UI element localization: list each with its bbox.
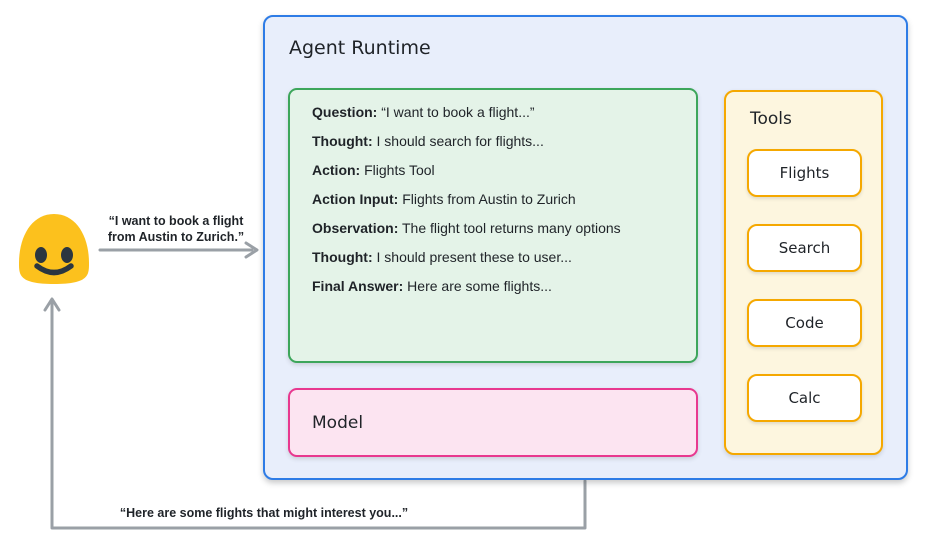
request-arrowhead-icon [244,241,259,259]
react-trace-panel: Question: “I want to book a flight...” T… [288,88,698,363]
trace-text: The flight tool returns many options [402,220,621,236]
tools-panel: Tools Flights Search Code Calc [724,90,883,455]
tool-button-code[interactable]: Code [747,299,862,347]
trace-label: Question: [312,104,378,120]
agent-runtime-title: Agent Runtime [289,37,431,59]
trace-line-action-input: Action Input: Flights from Austin to Zur… [312,185,692,214]
tool-button-calc[interactable]: Calc [747,374,862,422]
response-arrowhead-icon [43,297,61,312]
trace-line-action: Action: Flights Tool [312,156,692,185]
trace-line-thought1: Thought: I should search for flights... [312,127,692,156]
trace-label: Thought: [312,249,373,265]
trace-label: Final Answer: [312,278,404,294]
trace-line-question: Question: “I want to book a flight...” [312,98,692,127]
smiley-mouth [34,263,74,276]
trace-text: I should present these to user... [376,249,572,265]
trace-text: Flights Tool [364,162,435,178]
trace-label: Action: [312,162,361,178]
trace-text: Flights from Austin to Zurich [402,191,576,207]
trace-label: Action Input: [312,191,399,207]
tool-button-search[interactable]: Search [747,224,862,272]
tool-button-flights[interactable]: Flights [747,149,862,197]
trace-line-thought2: Thought: I should present these to user.… [312,243,692,272]
trace-line-final-answer: Final Answer: Here are some flights... [312,272,692,301]
model-label: Model [312,412,364,433]
trace-label: Observation: [312,220,399,236]
trace-line-observation: Observation: The flight tool returns man… [312,214,692,243]
tools-title: Tools [750,109,792,129]
agent-runtime-panel: Agent Runtime Question: “I want to book … [263,15,908,480]
trace-label: Thought: [312,133,373,149]
trace-text: I should search for flights... [376,133,544,149]
user-request-line1: “I want to book a flight [108,214,244,228]
tools-button-column: Flights Search Code Calc [747,149,862,422]
user-request-line2: from Austin to Zurich.” [107,230,245,244]
trace-text: “I want to book a flight...” [381,104,535,120]
user-request-text: “I want to book a flight from Austin to … [88,213,264,245]
user-smiley-icon [19,214,89,284]
smiley-right-eye [61,247,73,263]
model-panel: Model [288,388,698,457]
agent-response-text: “Here are some flights that might intere… [119,506,409,520]
smiley-left-eye [35,247,47,263]
trace-text: Here are some flights... [407,278,552,294]
